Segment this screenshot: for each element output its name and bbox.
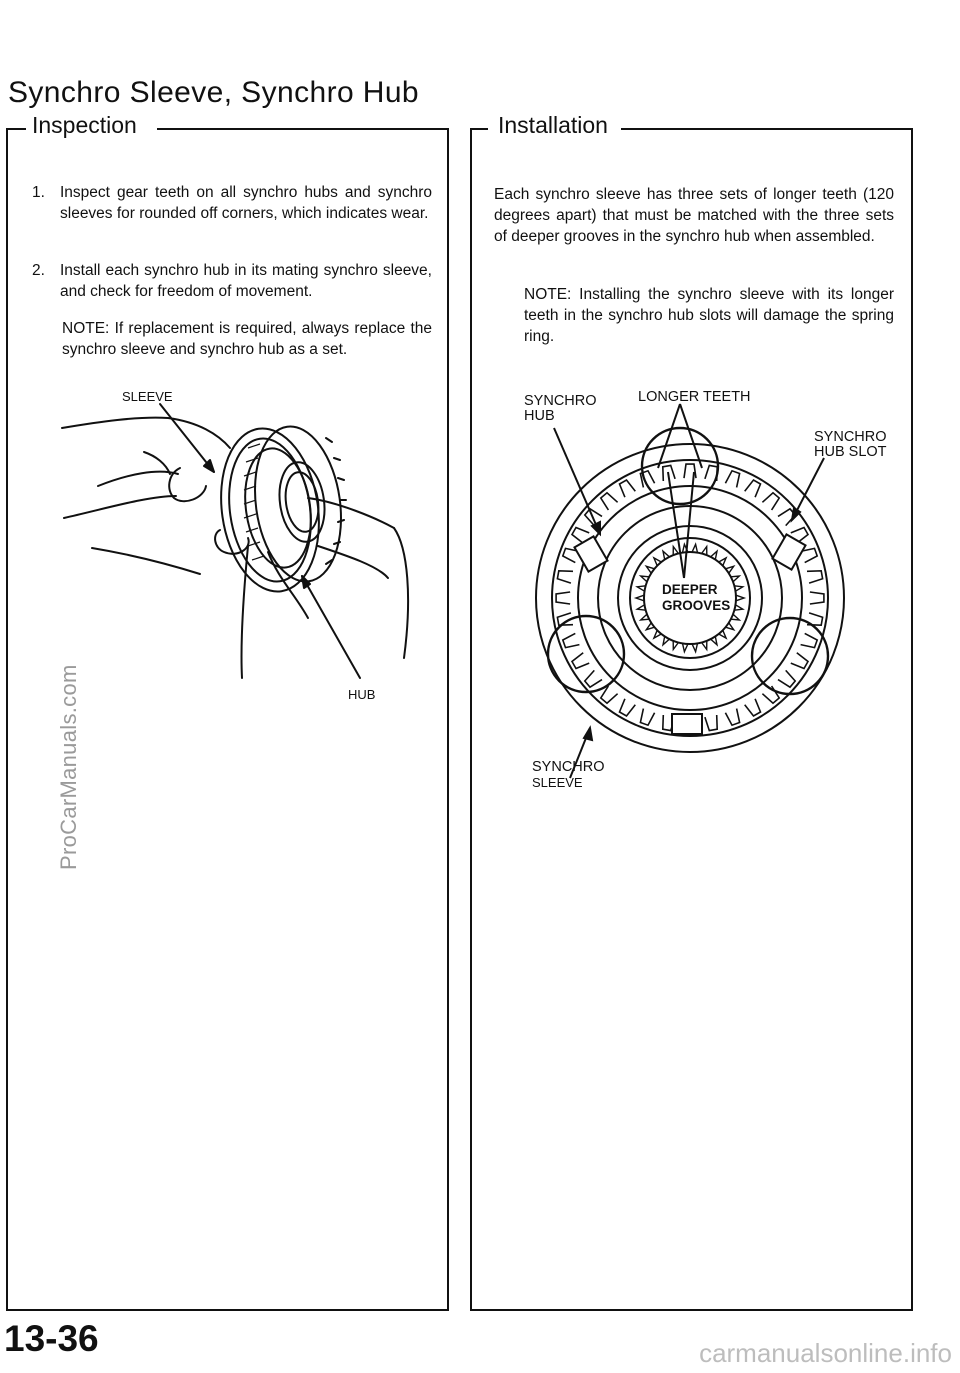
spline-tooth [644, 622, 655, 631]
gear-tooth [724, 708, 741, 727]
gear-tooth [800, 547, 819, 564]
hub-slot-label-line1: SYNCHRO [814, 429, 887, 445]
spline-tooth [730, 613, 742, 621]
hub-label: HUB [348, 687, 376, 702]
hub-slot-label: SYNCHRO HUB SLOT [814, 430, 887, 460]
inspection-step-1: 1. Inspect gear teeth on all synchro hub… [32, 182, 432, 224]
spline-tooth [638, 613, 650, 621]
footer-site-watermark: carmanualsonline.info [699, 1338, 952, 1368]
gear-tooth [618, 698, 636, 718]
sleeve-label: SLEEVE [122, 389, 173, 404]
spline-tooth [633, 594, 645, 602]
spline-tooth [681, 643, 689, 654]
deeper-grooves-label: DEEPER GROOVES [662, 582, 730, 614]
page-title: Synchro Sleeve, Synchro Hub [8, 76, 420, 109]
gear-tooth [724, 469, 741, 488]
deeper-grooves-label-line1: DEEPER [662, 582, 718, 597]
gear-tooth [570, 652, 590, 670]
spline-tooth [661, 636, 670, 647]
gear-tooth [583, 507, 603, 527]
gear-tooth [556, 612, 574, 627]
longer-teeth-label: LONGER TEETH [638, 389, 751, 405]
side-watermark: ProCarManuals.com [56, 664, 81, 870]
gear-tooth [761, 491, 781, 511]
spline-tooth [691, 542, 699, 553]
spline-tooth [701, 544, 708, 556]
installation-heading: Installation [494, 112, 612, 139]
inspection-note: NOTE: If replacement is required, always… [62, 320, 432, 358]
spline-tooth [701, 640, 708, 652]
gear-tooth [639, 708, 656, 727]
spline-tooth [710, 636, 719, 647]
synchro-hub-label-line1: SYNCHRO [524, 393, 597, 409]
step-text: Inspect gear teeth on all synchro hubs a… [60, 184, 432, 222]
step-number: 2. [32, 262, 45, 279]
gear-tooth [561, 547, 580, 564]
page-number: 13-36 [4, 1318, 99, 1359]
spline-tooth [691, 643, 699, 654]
synchro-sleeve-label: SYNCHRO SLEEVE [532, 759, 605, 791]
gear-tooth [599, 685, 619, 705]
gear-tooth [806, 569, 824, 584]
gear-tooth [790, 652, 810, 670]
gear-tooth [704, 714, 719, 732]
gear-tooth [661, 464, 676, 482]
synchro-hub-label: SYNCHRO HUB [524, 394, 597, 424]
spline-tooth [661, 549, 670, 560]
spline-tooth [652, 630, 662, 640]
inspection-heading: Inspection [28, 112, 141, 139]
spline-tooth [734, 604, 745, 611]
spline-tooth [635, 604, 646, 611]
gear-tooth [809, 591, 825, 605]
spline-tooth [725, 622, 736, 631]
installation-paragraph: Each synchro sleeve has three sets of lo… [494, 186, 894, 245]
spline-tooth [718, 556, 728, 566]
gear-tooth [790, 526, 810, 544]
gear-tooth [556, 569, 574, 584]
spline-tooth [672, 544, 679, 556]
step-number: 1. [32, 184, 45, 201]
installation-note: NOTE: Installing the synchro sleeve with… [524, 286, 894, 345]
gear-tooth [777, 507, 797, 527]
synchro-sleeve-label-line2: SLEEVE [532, 775, 583, 790]
gear-tooth [639, 469, 656, 488]
spline-tooth [672, 640, 679, 652]
gear-tooth [806, 612, 824, 627]
gear-tooth [761, 685, 781, 705]
spline-tooth [730, 575, 742, 583]
spline-tooth [725, 565, 736, 574]
spline-tooth [635, 585, 646, 592]
deeper-grooves-label-line2: GROOVES [662, 598, 731, 613]
hub-slot-label-line2: HUB SLOT [814, 444, 887, 460]
spline-tooth [734, 585, 745, 592]
gear-tooth [583, 669, 603, 689]
spline-tooth [718, 630, 728, 640]
step-text: Install each synchro hub in its mating s… [60, 262, 432, 300]
spline-tooth [652, 556, 662, 566]
gear-tooth [555, 591, 571, 605]
gear-tooth [561, 632, 580, 649]
synchro-hub-label-line2: HUB [524, 408, 555, 424]
spline-tooth [638, 575, 650, 583]
spline-tooth [681, 542, 689, 553]
spline-tooth [644, 565, 655, 574]
synchro-sleeve-label-line1: SYNCHRO [532, 759, 605, 775]
gear-tooth [744, 478, 762, 498]
gear-tooth [777, 669, 797, 689]
spline-tooth [735, 594, 747, 602]
gear-tooth [570, 526, 590, 544]
installation-panel: Installation Each synchro sleeve has thr… [470, 112, 913, 1311]
inspection-panel: Inspection 1. Inspect gear teeth on all … [6, 112, 449, 1311]
gear-tooth [618, 478, 636, 498]
spline-tooth [710, 549, 719, 560]
synchro-gear-diagram [535, 403, 845, 779]
sleeve-hub-illustration [61, 403, 410, 679]
gear-tooth [800, 632, 819, 649]
gear-tooth [744, 698, 762, 718]
gear-tooth [683, 463, 697, 479]
inspection-step-2: 2. Install each synchro hub in its matin… [32, 260, 432, 302]
gear-tooth [704, 464, 719, 482]
gear-tooth [599, 491, 619, 511]
